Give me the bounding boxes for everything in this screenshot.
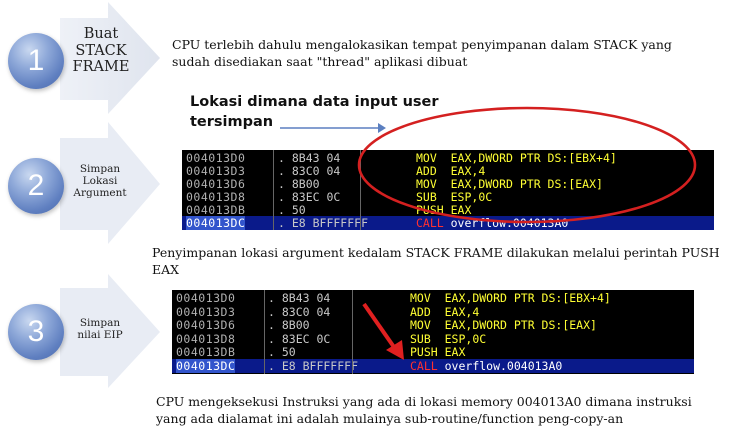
step-2-label-text: Simpan Lokasi Argument bbox=[73, 163, 127, 200]
step-1-chevron bbox=[60, 2, 160, 114]
code-operands: EAX,DWORD PTR DS:[EAX] bbox=[450, 177, 603, 191]
code-instruction: MOV EAX,DWORD PTR DS:[EAX] bbox=[410, 318, 597, 332]
code-bytes: . E8 BFFFFFFF bbox=[268, 359, 359, 373]
code-opcode: CALL bbox=[416, 216, 451, 230]
annotation-title: Lokasi dimana data input user tersimpan bbox=[190, 92, 439, 132]
annotation-arrow bbox=[280, 123, 386, 133]
code-instruction: ADD EAX,4 bbox=[416, 164, 485, 178]
code-row[interactable]: 004013D8 . 83EC 0C SUB ESP,0C bbox=[172, 332, 694, 346]
code-opcode: SUB bbox=[410, 331, 445, 346]
disassembly-panel-2: 004013D0 . 8B43 04 MOV EAX,DWORD PTR DS:[E… bbox=[172, 290, 694, 374]
code-operands: EAX,DWORD PTR DS:[EAX] bbox=[444, 318, 597, 333]
code-bytes: . 83C0 04 bbox=[268, 304, 331, 319]
code-operands: EAX,4 bbox=[450, 164, 486, 178]
code-instruction: PUSH EAX bbox=[410, 345, 465, 359]
step-2-chevron bbox=[60, 122, 160, 244]
code-operands: EAX,DWORD PTR DS:[EBX+4] bbox=[450, 151, 617, 165]
code-opcode: CALL bbox=[410, 359, 445, 373]
code-operands: EAX,4 bbox=[444, 304, 480, 319]
code-opcode: MOV bbox=[416, 151, 451, 165]
code-row[interactable]: 004013DB . 50 PUSH EAX bbox=[182, 203, 714, 217]
code-address: 004013DC bbox=[186, 216, 246, 230]
annotation-line-1: Lokasi dimana data input user bbox=[190, 94, 439, 110]
code-address: 004013D6 bbox=[176, 318, 236, 333]
code-row[interactable]: 004013D8 . 83EC 0C SUB ESP,0C bbox=[182, 190, 714, 204]
step-1-label-text: Buat STACK FRAME bbox=[72, 26, 130, 76]
code-instruction: MOV EAX,DWORD PTR DS:[EBX+4] bbox=[410, 291, 611, 305]
code-opcode: ADD bbox=[410, 304, 445, 319]
code-opcode: PUSH bbox=[410, 345, 445, 360]
code-operands: ESP,0C bbox=[450, 190, 493, 204]
step-1-circle: 1 bbox=[8, 33, 64, 89]
step-3-circle: 3 bbox=[8, 304, 64, 360]
code-row[interactable]: 004013D6 . 8B00 MOV EAX,DWORD PTR DS:[EAX] bbox=[182, 177, 714, 191]
highlight-ellipse bbox=[357, 106, 697, 224]
code-instruction: PUSH EAX bbox=[416, 203, 471, 217]
step-3-chevron bbox=[60, 274, 160, 388]
code-opcode: SUB bbox=[416, 190, 451, 204]
annotation-line-2: tersimpan bbox=[190, 114, 274, 130]
code-row[interactable]: 004013D3 . 83C0 04 ADD EAX,4 bbox=[172, 305, 694, 319]
step-3-number: 3 bbox=[27, 315, 45, 348]
step-3-label: Simpan nilai EIP bbox=[66, 317, 134, 341]
code-instruction: CALL overflow.004013A0 bbox=[410, 359, 562, 373]
code-bytes: . 8B43 04 bbox=[278, 151, 341, 165]
step-2-label: Simpan Lokasi Argument bbox=[66, 163, 134, 199]
step-2-circle: 2 bbox=[8, 158, 64, 214]
code-address: 004013D0 bbox=[186, 151, 246, 165]
code-operands: EAX bbox=[444, 345, 466, 360]
step-1-description: CPU terlebih dahulu mengalokasikan tempa… bbox=[172, 37, 672, 69]
code-row[interactable]: 004013DC . E8 BFFFFFFF CALL overflow.00401… bbox=[172, 359, 694, 373]
code-instruction: SUB ESP,0C bbox=[410, 332, 486, 346]
code-bytes: . 50 bbox=[268, 345, 296, 360]
code-opcode: MOV bbox=[410, 291, 445, 305]
disassembly-panel-1: 004013D0 . 8B43 04 MOV EAX,DWORD PTR DS:[E… bbox=[182, 150, 714, 230]
code-opcode: MOV bbox=[410, 318, 445, 333]
code-address: 004013D6 bbox=[186, 177, 246, 191]
code-bytes: . 50 bbox=[278, 203, 306, 217]
code-address: 004013D8 bbox=[186, 190, 246, 204]
step-1-label: Buat STACK FRAME bbox=[67, 26, 135, 76]
code-row[interactable]: 004013DB . 50 PUSH EAX bbox=[172, 345, 694, 359]
column-separator bbox=[264, 290, 265, 374]
red-pointer-arrow bbox=[362, 302, 404, 360]
code-bytes: . 8B43 04 bbox=[268, 291, 331, 305]
code-address: 004013DB bbox=[186, 203, 246, 217]
code-address: 004013D3 bbox=[186, 164, 246, 178]
code-address: 004013DB bbox=[176, 345, 236, 360]
step-3-description: CPU mengeksekusi Instruksi yang ada di l… bbox=[156, 394, 692, 426]
code-bytes: . 8B00 bbox=[268, 318, 310, 333]
code-operands: EAX bbox=[450, 203, 472, 217]
code-opcode: MOV bbox=[416, 177, 451, 191]
code-row[interactable]: 004013D6 . 8B00 MOV EAX,DWORD PTR DS:[EAX] bbox=[172, 318, 694, 332]
code-bytes: . 8B00 bbox=[278, 177, 320, 191]
code-opcode: ADD bbox=[416, 164, 451, 178]
code-bytes: . 83EC 0C bbox=[278, 190, 341, 204]
code-row[interactable]: 004013D0 . 8B43 04 MOV EAX,DWORD PTR DS:[E… bbox=[182, 151, 714, 165]
step-2-number: 2 bbox=[27, 169, 45, 202]
code-address: 004013DC bbox=[176, 359, 236, 373]
code-operands: ESP,0C bbox=[444, 331, 487, 346]
code-row[interactable]: 004013D0 . 8B43 04 MOV EAX,DWORD PTR DS:[E… bbox=[172, 291, 694, 305]
code-instruction: MOV EAX,DWORD PTR DS:[EAX] bbox=[416, 177, 603, 191]
step-3-label-text: Simpan nilai EIP bbox=[77, 317, 123, 342]
code-bytes: . 83EC 0C bbox=[268, 331, 331, 346]
code-bytes: . 83C0 04 bbox=[278, 164, 341, 178]
step-2-description: Penyimpanan lokasi argument kedalam STAC… bbox=[152, 245, 720, 277]
code-instruction: ADD EAX,4 bbox=[410, 305, 479, 319]
code-bytes: . E8 BFFFFFFF bbox=[278, 216, 369, 230]
code-operands: overflow.004013A0 bbox=[444, 359, 563, 373]
step-1-number: 1 bbox=[27, 44, 45, 77]
code-instruction: SUB ESP,0C bbox=[416, 190, 492, 204]
code-operands: EAX,DWORD PTR DS:[EBX+4] bbox=[444, 291, 611, 305]
code-instruction: MOV EAX,DWORD PTR DS:[EBX+4] bbox=[416, 151, 617, 165]
column-separator bbox=[352, 290, 353, 374]
code-address: 004013D0 bbox=[176, 291, 236, 305]
column-separator bbox=[273, 150, 274, 230]
code-row[interactable]: 004013D3 . 83C0 04 ADD EAX,4 bbox=[182, 164, 714, 178]
code-address: 004013D3 bbox=[176, 304, 236, 319]
column-separator bbox=[360, 150, 361, 230]
code-address: 004013D8 bbox=[176, 331, 236, 346]
